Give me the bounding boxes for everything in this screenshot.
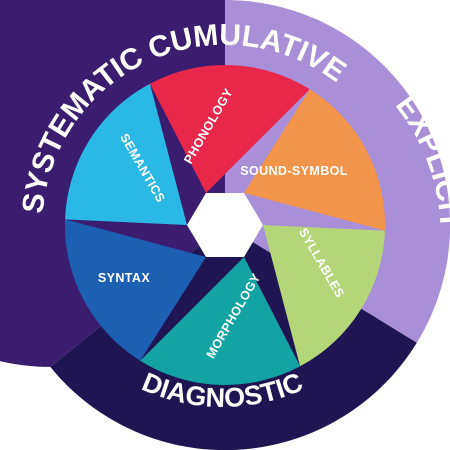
label-syntax: SYNTAX: [98, 271, 150, 285]
inner-wheel: [65, 64, 385, 386]
segment-phonology: [149, 64, 310, 194]
center-hexagon: [187, 193, 263, 257]
label-sound-symbol: SOUND-SYMBOL: [240, 164, 348, 178]
segment-syntax: [65, 219, 207, 361]
segment-semantics: [65, 83, 187, 225]
segment-morphology: [140, 257, 301, 386]
segment-sound-symbol: [244, 89, 385, 231]
segment-syllables: [263, 225, 385, 367]
